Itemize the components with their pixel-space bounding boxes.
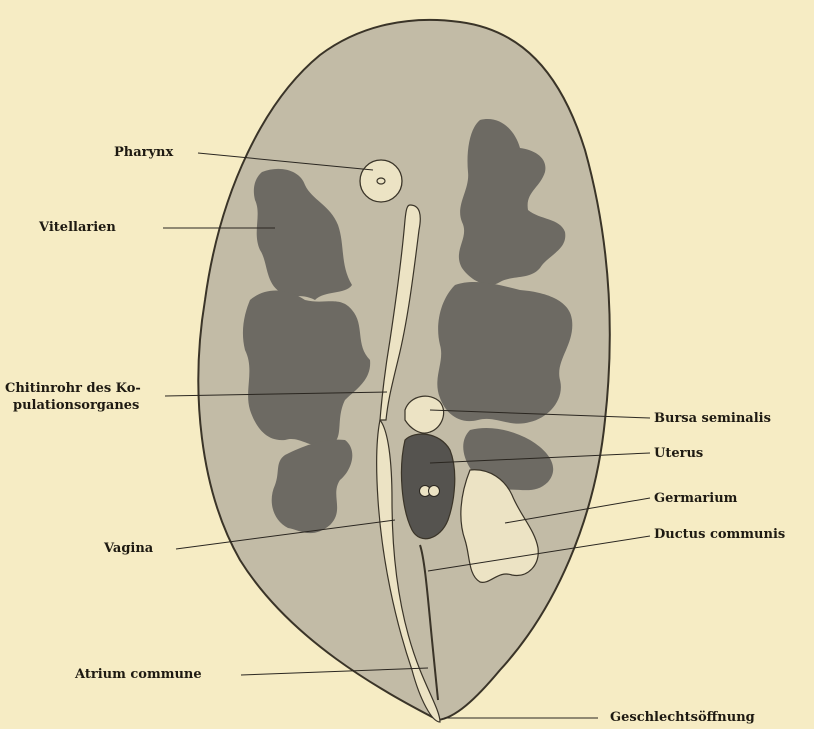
label-bursa-seminalis: Bursa seminalis	[654, 411, 771, 426]
pharynx-shape	[360, 160, 402, 202]
label-germarium: Germarium	[654, 491, 737, 506]
bursa-seminalis-shape	[405, 396, 444, 433]
label-ductus-communis: Ductus communis	[654, 527, 785, 542]
label-geschlechtsoeffnung: Geschlechtsöffnung	[610, 710, 755, 725]
label-vitellarien: Vitellarien	[39, 220, 116, 235]
label-pharynx: Pharynx	[114, 145, 173, 160]
label-uterus: Uterus	[654, 446, 703, 461]
label-chitinrohr-line2: pulationsorganes	[13, 398, 139, 413]
label-vagina: Vagina	[104, 541, 153, 556]
egg-2	[429, 486, 440, 497]
label-atrium-commune: Atrium commune	[75, 667, 202, 682]
vitellarium-right-mid	[437, 282, 572, 424]
label-chitinrohr-line1: Chitinrohr des Ko-	[5, 381, 141, 396]
